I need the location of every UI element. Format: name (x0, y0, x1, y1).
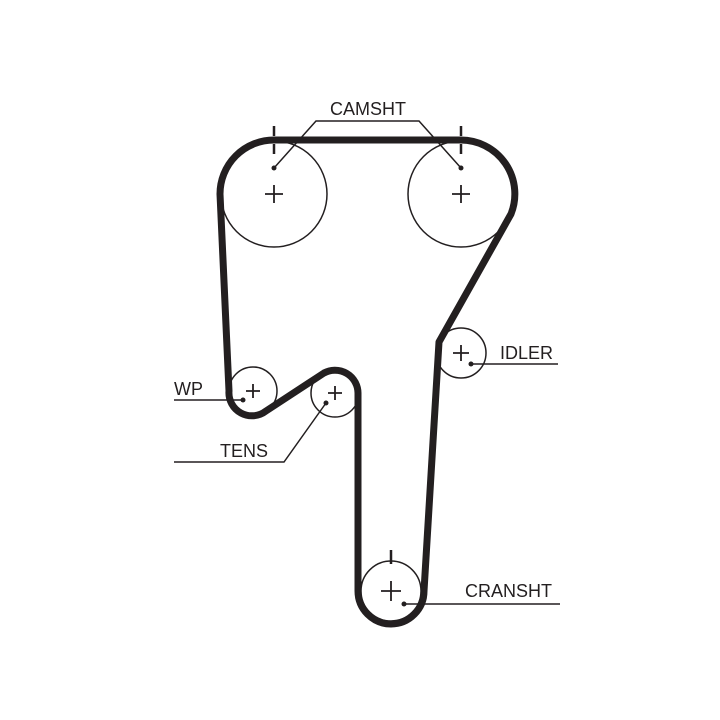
water-pump-label: WP (174, 379, 203, 399)
tensioner-center-mark (328, 386, 342, 400)
crankshaft-center-mark (381, 581, 401, 601)
camshaft-right-dot (458, 165, 464, 171)
camshaft-left-center-mark (265, 185, 283, 203)
leader-dots (240, 165, 474, 607)
pulley-center-marks (246, 185, 470, 601)
leader-lines (174, 120, 560, 605)
crankshaft-dot (401, 601, 407, 607)
timing-belt (216, 136, 519, 628)
idler-center-mark (453, 345, 469, 361)
water-pump-center-mark (246, 384, 260, 398)
water-pump-dot (240, 397, 246, 403)
idler-dot (468, 361, 474, 367)
tensioner-dot (323, 400, 329, 406)
idler-label: IDLER (500, 343, 553, 363)
camshaft-leader (273, 120, 462, 169)
camshaft-right-center-mark (452, 185, 470, 203)
timing-marks (272, 126, 463, 564)
camshaft-left-dot (271, 165, 277, 171)
tensioner-label: TENS (220, 441, 268, 461)
camshaft-label: CAMSHT (330, 99, 406, 119)
tensioner-leader (174, 402, 327, 463)
crankshaft-label: CRANSHT (465, 581, 552, 601)
